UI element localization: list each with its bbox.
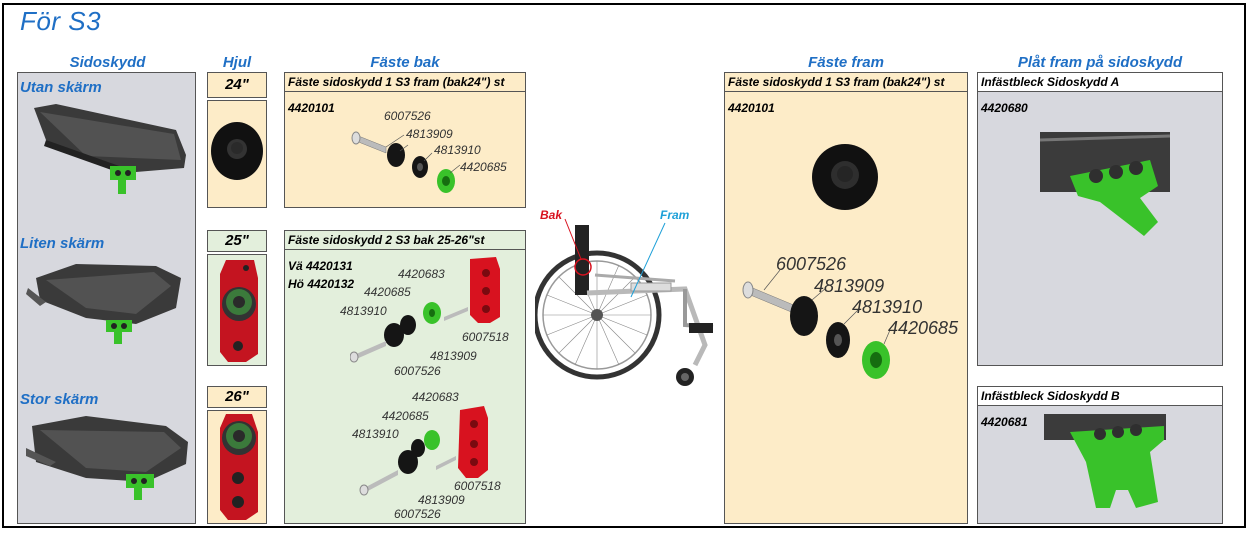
fram-part-2: 4813909 (814, 276, 885, 296)
bak1-header: Fäste sidoskydd 1 S3 fram (bak24") st (285, 73, 525, 92)
side-guard-no-fender-image (34, 104, 186, 194)
bak2-code-right: Hö 4420132 (288, 277, 355, 291)
wheel-26-header (207, 386, 267, 408)
plat-a-header: Infästbleck Sidoskydd A (978, 73, 1222, 92)
bracket-26-image (220, 414, 258, 520)
bak1-part-3: 4813910 (434, 143, 481, 157)
mount-plate-b-image (1044, 414, 1166, 508)
plat-b-code: 4420681 (981, 415, 1028, 429)
fram-header: Fäste sidoskydd 1 S3 fram (bak24") st (725, 73, 967, 92)
bak1-part-4: 4420685 (460, 160, 507, 174)
wheel-24-header (207, 72, 267, 98)
bak1-code: 4420101 (288, 101, 335, 115)
wheelchair-image (535, 218, 714, 386)
bak2-exploded-parts-a-image (350, 257, 500, 363)
bak2-code-left: Vä 4420131 (288, 259, 353, 273)
fram-code: 4420101 (728, 101, 775, 115)
col-hjul: Hjul (222, 54, 252, 71)
col-faste-bak: Fäste bak (370, 54, 440, 71)
bak1-part-1: 6007526 (384, 109, 431, 123)
wheel-24-label: 24" (225, 76, 249, 93)
disc-cap-24-image (211, 122, 263, 180)
bak2b-part-1: 4420683 (412, 390, 459, 404)
side-guard-large-fender-image (26, 416, 188, 500)
label-liten-skarm: Liten skärm (20, 235, 105, 252)
bak2b-part-2: 4420685 (382, 409, 429, 423)
col-sidoskydd: Sidoskydd (69, 54, 146, 71)
col-faste-fram: Fäste fram (808, 54, 884, 71)
label-bak: Bak (540, 208, 563, 222)
fram-disc-cap-image (812, 144, 878, 210)
bak2a-part-6: 6007526 (394, 364, 441, 378)
plat-a-panel (977, 72, 1223, 366)
bak2a-part-4: 6007518 (462, 330, 509, 344)
bak2a-part-2: 4420685 (364, 285, 411, 299)
bak1-part-2: 4813909 (406, 127, 453, 141)
fram-exploded-parts-image (742, 270, 891, 379)
wheel-26-label: 26" (225, 388, 249, 405)
bak2b-part-3: 4813910 (352, 427, 399, 441)
bracket-25-image (220, 260, 258, 362)
col-plat: Plåt fram på sidoskydd (1017, 54, 1183, 71)
side-guard-small-fender-image (26, 264, 181, 344)
label-stor-skarm: Stor skärm (20, 391, 99, 408)
bak2a-part-1: 4420683 (398, 267, 445, 281)
label-fram: Fram (660, 208, 690, 222)
label-utan-skarm: Utan skärm (20, 79, 102, 96)
wheel-25-header (207, 230, 267, 252)
bak2a-part-3: 4813910 (340, 304, 387, 318)
bak2-exploded-parts-b-image (359, 406, 488, 496)
fram-part-3: 4813910 (852, 297, 923, 317)
bak1-exploded-parts-image (351, 131, 461, 193)
page-frame (2, 3, 1246, 528)
page-title: För S3 (20, 6, 102, 36)
bak1-panel (284, 72, 526, 208)
plat-a-code: 4420680 (981, 101, 1028, 115)
bak2b-part-6: 6007526 (394, 507, 441, 521)
bak2b-part-5: 4813909 (418, 493, 465, 507)
wheel-25-label: 25" (225, 232, 249, 249)
plat-b-header: Infästbleck Sidoskydd B (978, 387, 1222, 406)
bak2-header: Fäste sidoskydd 2 S3 bak 25-26"st (285, 231, 525, 250)
mount-plate-a-image (1040, 132, 1170, 236)
fram-part-1: 6007526 (776, 254, 847, 274)
bak2a-part-5: 4813909 (430, 349, 477, 363)
bak2b-part-4: 6007518 (454, 479, 501, 493)
fram-part-4: 4420685 (888, 318, 959, 338)
